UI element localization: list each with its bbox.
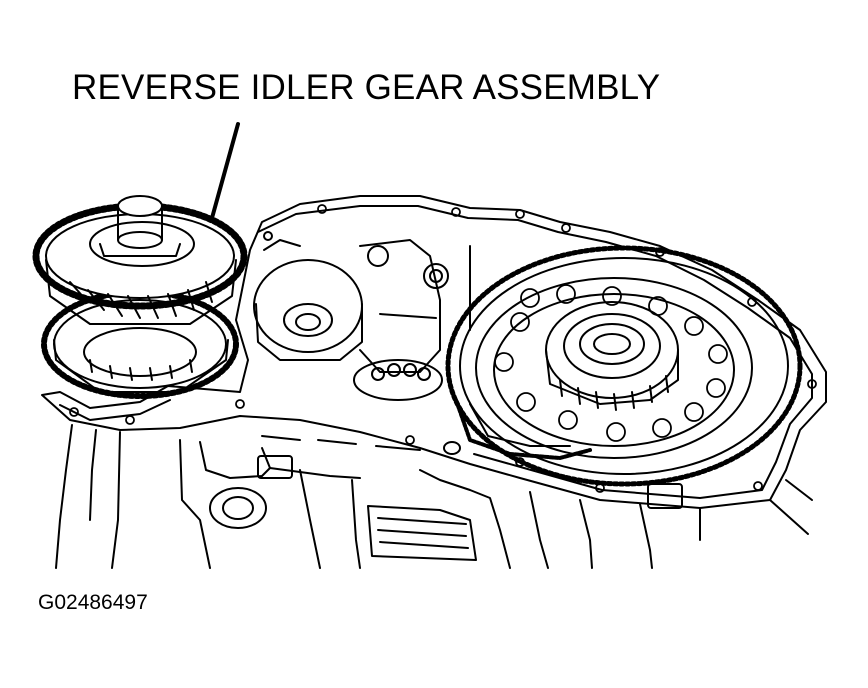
lower-case-body: [55, 424, 813, 569]
housing-flange: [41, 195, 827, 509]
reverse-idler-gear-assembly: [32, 195, 248, 399]
callout-leader-line: [210, 122, 240, 220]
counter-driven-gear: [454, 398, 592, 460]
callout-label: REVERSE IDLER GEAR ASSEMBLY: [72, 68, 661, 107]
differential-ring-gear: [445, 245, 803, 487]
figure-id: G02486497: [38, 591, 148, 614]
case-interior: [253, 231, 471, 401]
